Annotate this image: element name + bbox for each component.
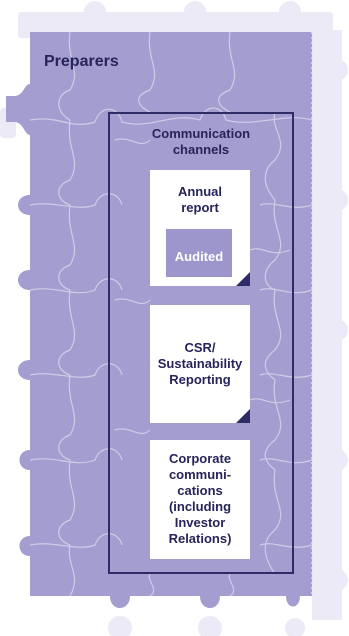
corp-line5: Investor	[174, 515, 226, 530]
annual-report-document: Annual report Audited	[150, 170, 250, 286]
corporate-communications-label: Corporate communi- cations (including In…	[150, 451, 250, 547]
preparers-title: Preparers	[44, 53, 119, 70]
corporate-communications-document: Corporate communi- cations (including In…	[150, 440, 250, 559]
corp-line1: Corporate	[168, 451, 232, 466]
page-fold-icon	[236, 409, 250, 423]
communication-channels-title: Communication channels	[108, 126, 294, 158]
annual-report-label: Annual report	[150, 184, 250, 216]
corp-line4: (including	[168, 499, 232, 514]
communication-channels-frame	[108, 112, 294, 574]
channels-title-line1: Communication	[151, 126, 251, 141]
csr-line3: Reporting	[169, 372, 231, 387]
corp-line6: Relations)	[168, 531, 232, 546]
corp-line3: cations	[177, 483, 223, 498]
channels-title-line2: channels	[172, 142, 230, 157]
csr-line2: Sustainability	[157, 356, 243, 371]
annual-report-line1: Annual	[177, 184, 223, 199]
corp-line2: communi-	[168, 467, 232, 482]
audited-label: Audited	[174, 249, 224, 264]
audited-badge: Audited	[166, 229, 232, 277]
csr-line1: CSR/	[184, 340, 216, 355]
csr-report-document: CSR/ Sustainability Reporting	[150, 305, 250, 423]
annual-report-line2: report	[181, 200, 219, 215]
page-fold-icon	[236, 272, 250, 286]
csr-report-label: CSR/ Sustainability Reporting	[150, 340, 250, 388]
